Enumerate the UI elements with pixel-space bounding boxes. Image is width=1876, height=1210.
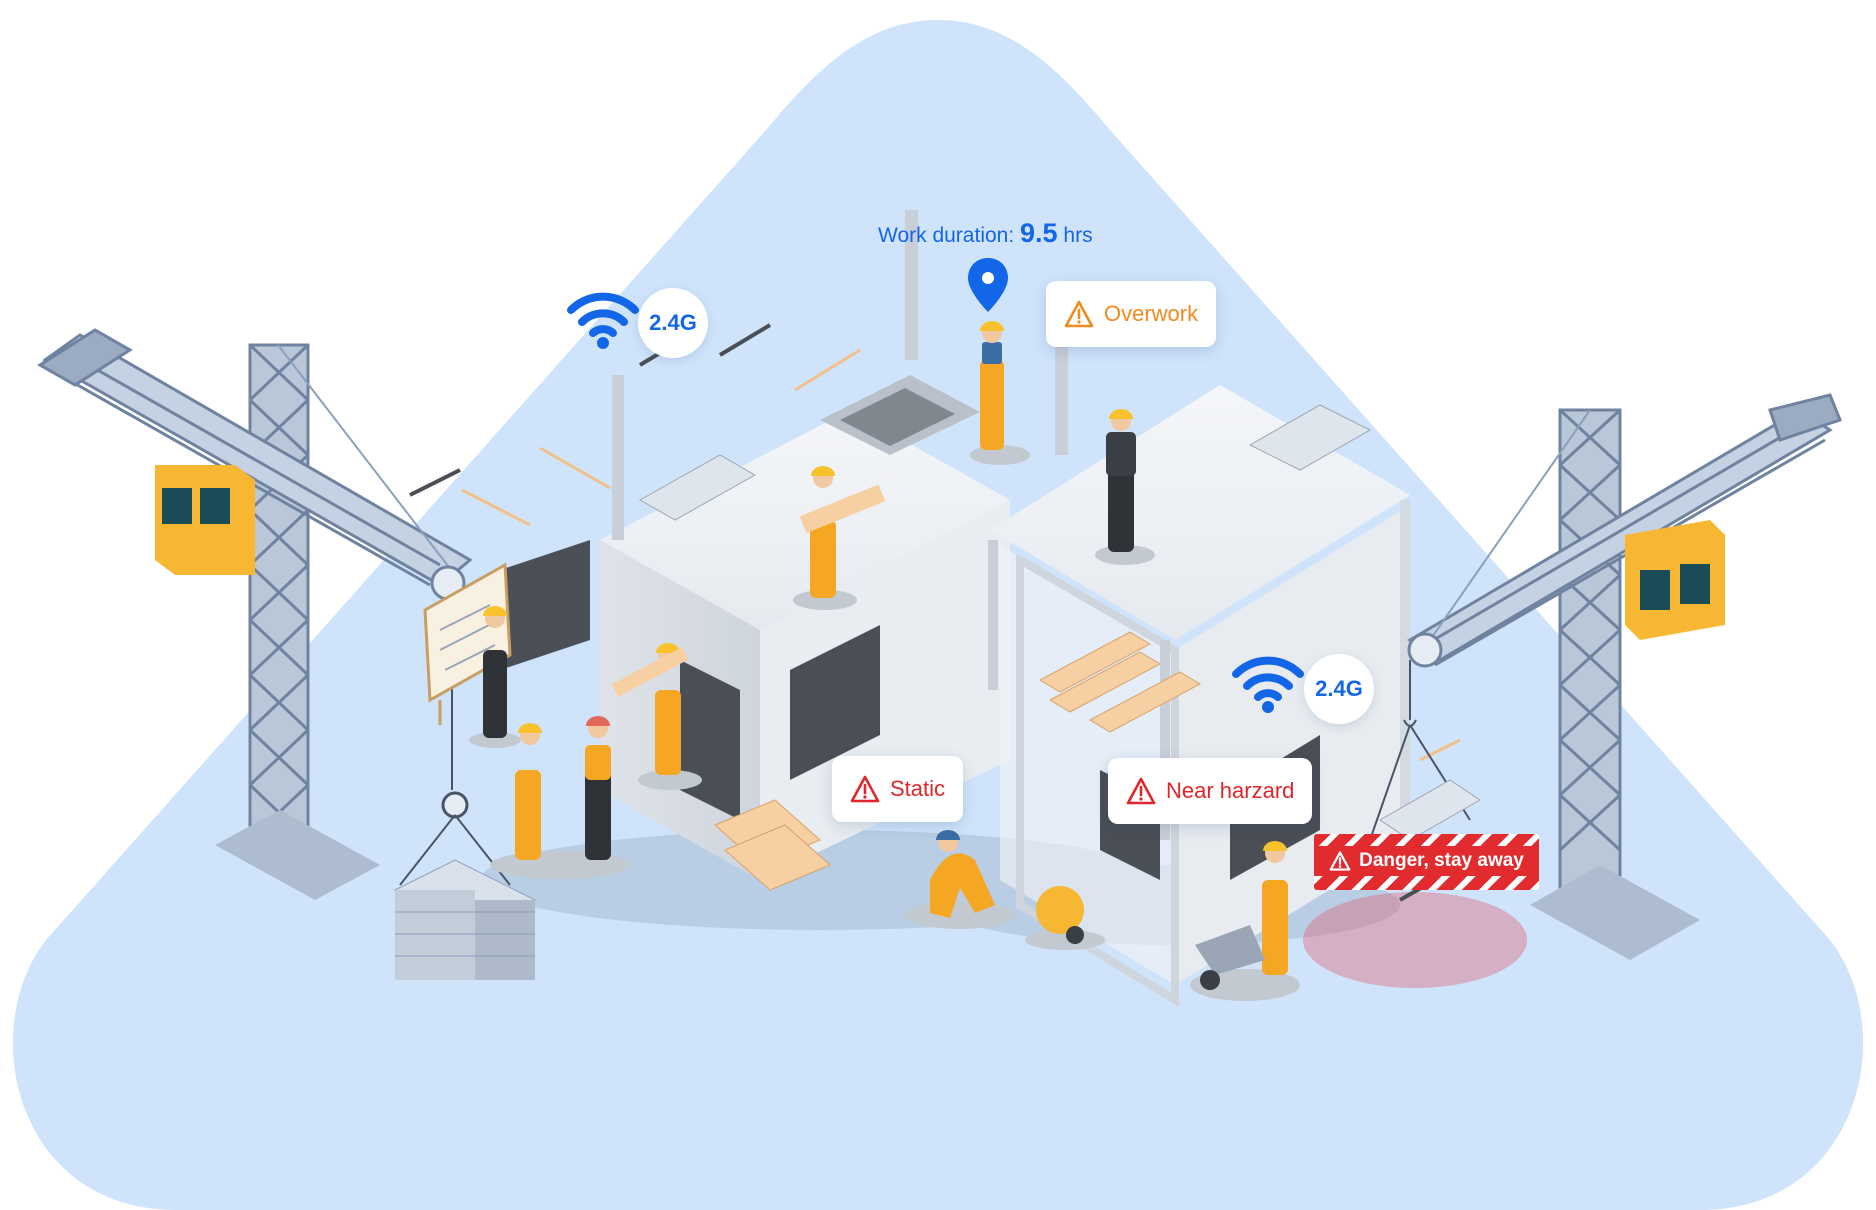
- worker-sitting: [905, 830, 1015, 929]
- wifi-icon: [567, 292, 639, 349]
- warning-icon: [1064, 300, 1094, 328]
- work-duration-unit: hrs: [1063, 224, 1093, 247]
- guide-lines: [461, 348, 1461, 762]
- danger-banner: Danger, stay away: [1314, 834, 1539, 890]
- work-duration-label: Work duration: 9.5 hrs: [878, 218, 1093, 249]
- alert-near-hazard-text: Near harzard: [1166, 778, 1295, 803]
- crane-right-cab: [1625, 520, 1725, 640]
- warning-icon: [1329, 851, 1351, 871]
- hanging-load: [393, 791, 537, 980]
- crane-right-base: [1530, 865, 1700, 960]
- crane-left-base: [215, 810, 380, 900]
- worker-wheelbarrow: [1190, 841, 1300, 1001]
- danger-banner-label: Danger, stay away: [1314, 846, 1539, 876]
- worker-carrying-wood: [793, 466, 886, 610]
- alert-static: Static: [832, 756, 964, 822]
- location-pin-icon: [968, 258, 1008, 312]
- warning-icon: [850, 775, 880, 803]
- alert-static-text: Static: [890, 776, 946, 801]
- wifi-icon: [1232, 656, 1304, 713]
- danger-zone: [1303, 892, 1527, 988]
- rebar-bundles: [638, 404, 1481, 841]
- wifi-label-top: 2.4G: [638, 288, 708, 358]
- wifi-right-text: 2.4G: [1315, 676, 1363, 701]
- alert-overwork-text: Overwork: [1104, 301, 1199, 326]
- cement-mixer: [1025, 886, 1105, 950]
- foundation-left: [500, 540, 590, 670]
- architect-at-board: [469, 606, 521, 748]
- supervisor-roof: [1095, 409, 1155, 565]
- worker-entrance: [611, 643, 702, 790]
- alert-overwork: Overwork: [1046, 281, 1217, 347]
- wood-planks: [714, 631, 1202, 891]
- work-duration-value: 9.5: [1020, 218, 1058, 248]
- wifi-top-text: 2.4G: [649, 310, 697, 335]
- wifi-label-right: 2.4G: [1304, 654, 1374, 724]
- work-duration-prefix: Work duration:: [878, 224, 1015, 247]
- crane-left: [37, 328, 473, 847]
- crane-left-cab: [155, 465, 255, 575]
- alert-near-hazard: Near harzard: [1108, 758, 1313, 824]
- warning-icon: [1126, 777, 1156, 805]
- worker-figures: [469, 321, 1300, 1001]
- workers-talking: [490, 716, 630, 879]
- danger-banner-text: Danger, stay away: [1359, 850, 1524, 871]
- worker-top: [970, 321, 1030, 465]
- crane-right-pulley: [1407, 632, 1443, 668]
- columns: [612, 210, 1170, 840]
